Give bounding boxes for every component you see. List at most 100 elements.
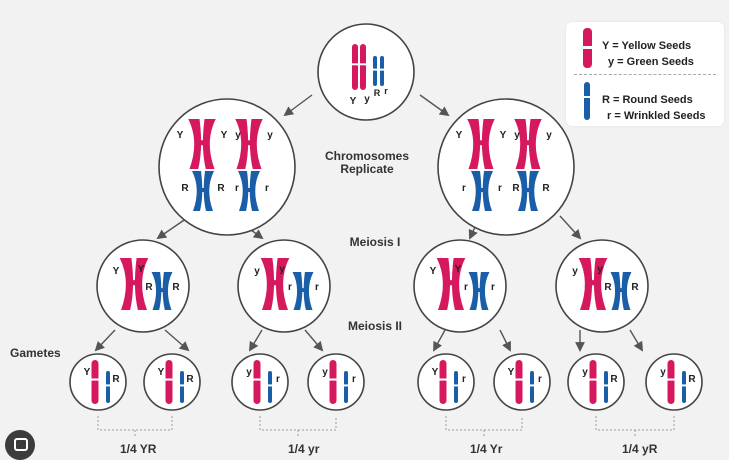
centromere [615, 288, 627, 292]
allele-label: r [538, 374, 542, 385]
chromatid [589, 360, 597, 404]
sister-chromatid [235, 119, 249, 169]
arrow [419, 94, 450, 117]
centromere [156, 288, 168, 292]
chromatid [667, 360, 675, 404]
allele-label: y [597, 264, 603, 275]
sister-chromatid [514, 119, 528, 169]
centromere [194, 140, 210, 146]
centromere [267, 384, 273, 387]
sister-chromatid [451, 258, 466, 310]
sister-chromatid [238, 171, 249, 211]
replicated-chromosome [436, 258, 466, 310]
gamete-cell: YR [69, 353, 127, 411]
replicated-chromosome [238, 171, 260, 211]
centromere [666, 378, 676, 381]
allele-label: r [462, 183, 466, 194]
allele-label: y [582, 367, 588, 378]
gamete-pair-bracket [97, 416, 173, 431]
centromere [588, 378, 598, 381]
chromatid [253, 360, 261, 404]
replicated-chromosome [292, 272, 314, 310]
gamete-pair-bracket [259, 416, 337, 431]
replicated-chromosome [578, 258, 608, 310]
arrow [499, 329, 511, 352]
allele-label: y [364, 94, 370, 105]
allele-label: R [374, 88, 381, 98]
replicated-chromosome [468, 272, 490, 310]
centromere [443, 280, 459, 286]
sister-chromatid [621, 272, 632, 310]
fraction-yr-mixed-2: 1/4 yR [622, 442, 658, 456]
allele-label: y [279, 264, 285, 275]
allele-label: y [322, 367, 328, 378]
centromere [179, 384, 185, 387]
chromatid [380, 56, 384, 86]
centromere [241, 140, 257, 146]
sister-chromatid [260, 258, 275, 310]
allele-label: Y [113, 266, 120, 277]
allele-label: R [186, 374, 194, 385]
allele-label: R [542, 183, 550, 194]
allele-label: r [464, 282, 468, 293]
centromere [372, 68, 378, 71]
arrow [283, 94, 313, 117]
chromatid [329, 360, 337, 404]
allele-label: r [265, 183, 269, 194]
sister-chromatid [292, 272, 303, 310]
replicated-chromosome [517, 171, 539, 211]
sister-chromatid [610, 272, 621, 310]
centromere [438, 378, 448, 381]
allele-label: y [572, 266, 578, 277]
legend-wrinkled: r = Wrinkled Seeds [607, 110, 706, 122]
allele-label: Y [455, 264, 462, 275]
label-chromosomes-replicate: Chromosomes Replicate [324, 149, 410, 176]
google-lens-icon[interactable] [5, 430, 35, 460]
allele-label: R [217, 183, 225, 194]
allele-label: Y [500, 130, 507, 141]
replicated-chromosome [151, 272, 173, 310]
label-gametes: Gametes [10, 346, 61, 360]
allele-label: r [384, 86, 388, 96]
replicated-chromosome [610, 272, 632, 310]
replicated-chromosome [260, 258, 290, 310]
fraction-yr-upper: 1/4 YR [120, 442, 157, 456]
arrow [629, 329, 644, 352]
allele-label: y [546, 130, 552, 141]
sister-chromatid [528, 119, 542, 169]
arrow [304, 329, 324, 352]
legend: Y = Yellow Seeds y = Green Seeds R = Rou… [566, 22, 724, 126]
sister-chromatid [593, 258, 608, 310]
allele-label: Y [456, 130, 463, 141]
replicated-chromosome [188, 119, 216, 169]
allele-label: y [660, 367, 666, 378]
sister-chromatid [436, 258, 451, 310]
gamete-cell: YR [143, 353, 201, 411]
pink-chromosome-icon [582, 28, 593, 68]
centromere [585, 280, 601, 286]
centromere [520, 140, 536, 146]
allele-label: Y [177, 130, 184, 141]
centromere [453, 384, 459, 387]
centromere [105, 384, 111, 387]
allele-label: y [254, 266, 260, 277]
allele-label: Y [84, 367, 91, 378]
chromatid [439, 360, 447, 404]
gamete-cell: yr [307, 353, 365, 411]
allele-label: r [276, 374, 280, 385]
allele-label: R [688, 374, 696, 385]
centromere [343, 384, 349, 387]
allele-label: r [498, 183, 502, 194]
chromatid [106, 371, 110, 403]
allele-label: Y [430, 266, 437, 277]
chromatid [344, 371, 348, 403]
allele-label: R [172, 282, 180, 293]
sister-chromatid [467, 119, 481, 169]
fraction-yr-lower: 1/4 yr [288, 442, 320, 456]
centromere [603, 384, 609, 387]
